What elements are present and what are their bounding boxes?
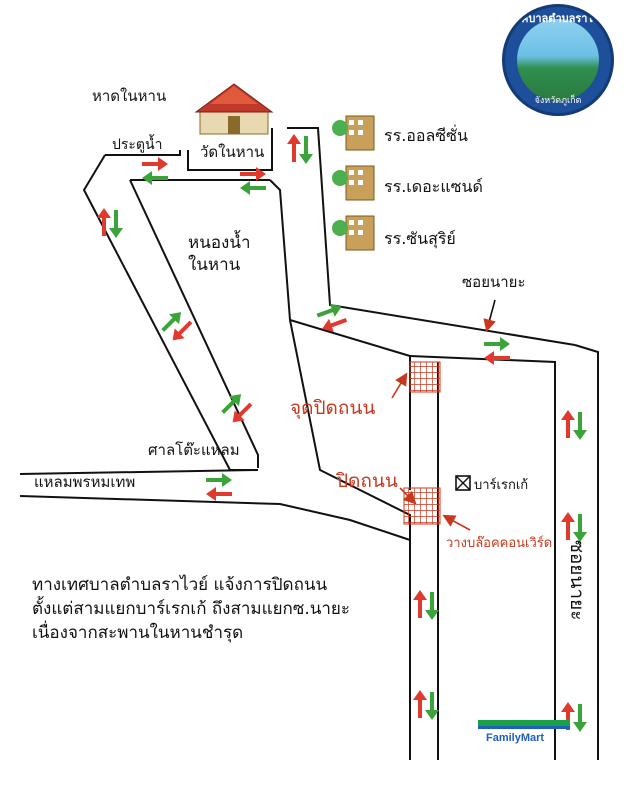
familymart-green-bar bbox=[478, 720, 570, 726]
familymart-blue-bar bbox=[478, 726, 570, 729]
arrow-pair-right-1 bbox=[561, 410, 587, 440]
road-cape-b bbox=[19, 495, 411, 541]
label-barrier: วางบล๊อคคอนเวิร์ด bbox=[446, 536, 553, 551]
traffic-arrows bbox=[97, 134, 587, 732]
arrow-pair-center-2 bbox=[413, 690, 439, 720]
road-top-b bbox=[269, 179, 411, 357]
label-closure-point: จุดปิดถนน bbox=[290, 397, 376, 419]
familymart-label: FamilyMart bbox=[486, 732, 545, 744]
bar-marker-icon bbox=[455, 475, 471, 491]
arrow-pair-temple-right bbox=[287, 134, 313, 164]
arrow-pair-right-3 bbox=[561, 702, 587, 732]
road-cape-a bbox=[19, 469, 259, 475]
notice-line-3: เนื่องจากสะพานในหานชำรุด bbox=[32, 623, 244, 643]
pointer-closed bbox=[399, 487, 417, 505]
pointer-closure-point bbox=[391, 372, 408, 399]
closure-grid-lower bbox=[403, 487, 441, 525]
notice-line-2: ตั้งแต่สามแยกบาร์เรกเก้ ถึงสามแยกซ.นายะ bbox=[32, 599, 351, 619]
arrow-pair-soi bbox=[484, 337, 510, 365]
label-gate: ประตูน้ำ bbox=[112, 137, 163, 153]
label-cape: แหลมพรหมเทพ bbox=[34, 473, 136, 491]
label-school-2: รร.เดอะแซนด์ bbox=[384, 177, 483, 196]
label-pond: หนองน้ำ ในหาน bbox=[188, 233, 251, 275]
road-lower-a bbox=[289, 319, 411, 760]
familymart-sign: FamilyMart bbox=[478, 720, 570, 750]
hotel-icon-3 bbox=[332, 215, 375, 251]
label-school-1: รร.ออลซีซั่น bbox=[384, 126, 468, 145]
road-left-a bbox=[82, 154, 258, 471]
hotel-icon-2 bbox=[332, 165, 375, 201]
notice-line-1: ทางเทศบาลตำบลราไวย์ แจ้งการปิดถนน bbox=[32, 575, 328, 595]
logo-top-text: เทศบาลตำบลราไวย์ bbox=[510, 12, 606, 25]
logo-scene-icon bbox=[517, 19, 599, 101]
label-beach: หาดในหาน bbox=[92, 87, 167, 105]
road-left-c bbox=[129, 179, 259, 468]
road-right-a bbox=[409, 355, 556, 760]
arrow-pair-diag-1 bbox=[161, 312, 193, 341]
temple-icon bbox=[194, 83, 274, 135]
arrow-pair-diag-3 bbox=[316, 303, 348, 332]
arrow-pair-diag-2 bbox=[221, 394, 253, 423]
closure-grid-upper bbox=[409, 361, 441, 393]
label-sala: ศาลโต๊ะแหลม bbox=[148, 441, 240, 459]
roads bbox=[19, 127, 599, 760]
arrow-pair-gate bbox=[142, 157, 168, 185]
arrow-pair-cape bbox=[206, 473, 232, 501]
closure-notice: ทางเทศบาลตำบลราไวย์ แจ้งการปิดถนน ตั้งแต… bbox=[32, 573, 432, 645]
label-soi-top: ซอยนายะ bbox=[462, 273, 526, 291]
label-school-3: รร.ซันสุริย์ bbox=[384, 229, 456, 248]
arrow-pair-center-1 bbox=[413, 590, 439, 620]
logo-bottom-text: จังหวัดภูเก็ต bbox=[534, 96, 582, 106]
arrow-pair-temple-road bbox=[240, 167, 266, 195]
label-closed: ปิดถนน bbox=[336, 470, 398, 492]
municipality-logo: เทศบาลตำบลราไวย์ จังหวัดภูเก็ต bbox=[502, 4, 614, 116]
road-top-c bbox=[287, 127, 576, 346]
pointer-barrier bbox=[442, 514, 471, 531]
label-soi-side: ซอยนายะ bbox=[566, 540, 588, 621]
road-right-b bbox=[574, 344, 599, 760]
label-bar: บาร์เรกเก้ bbox=[474, 478, 529, 493]
label-temple: วัดในหาน bbox=[200, 143, 265, 161]
arrow-pair-right-2 bbox=[561, 512, 587, 542]
arrow-pair-left-top bbox=[97, 208, 123, 238]
road-top-a bbox=[187, 128, 273, 171]
hotel-icon-1 bbox=[332, 115, 375, 151]
pointer-soi bbox=[483, 299, 496, 333]
road-left-outer bbox=[105, 150, 181, 156]
